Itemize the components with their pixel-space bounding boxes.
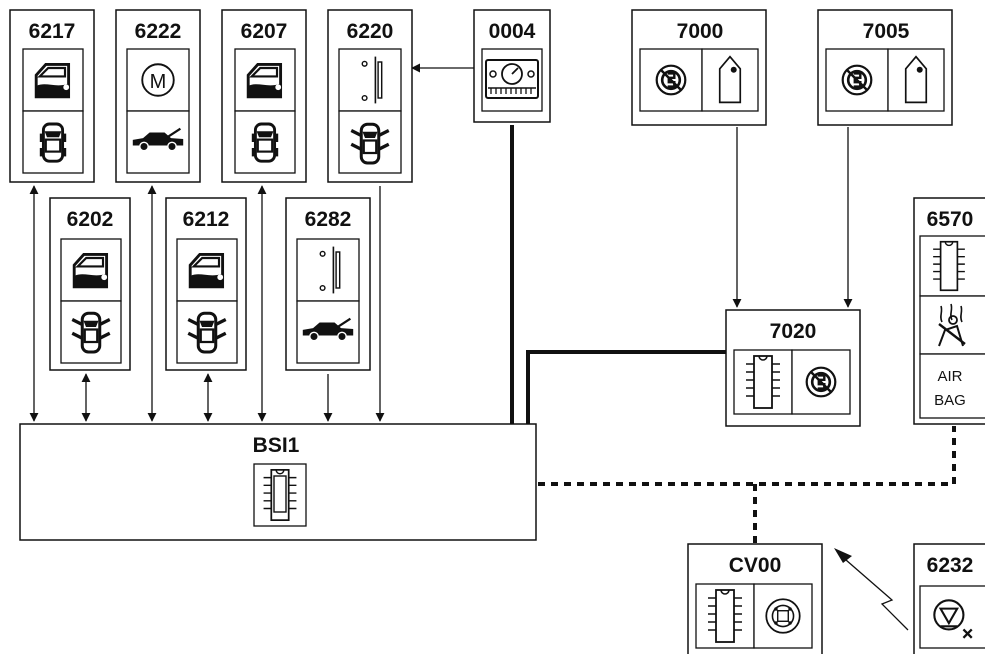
module-code: 6220 <box>347 20 394 43</box>
motor-letter: M <box>150 71 167 93</box>
module-bsi1: BSI1 <box>19 423 537 541</box>
module-code: 7000 <box>677 20 724 43</box>
module-code: CV00 <box>729 554 782 577</box>
module-code: 6232 <box>927 554 974 577</box>
module-code: 6282 <box>305 208 352 231</box>
module-6207: 6207 <box>221 9 307 183</box>
bus-wires <box>29 63 956 544</box>
wire-7020-bsi <box>526 350 726 425</box>
module-code: 7020 <box>770 320 817 343</box>
airbag-icon-line2: BAG <box>934 392 966 409</box>
module-6232: 6232 <box>913 543 985 654</box>
module-6212: 6212 <box>165 197 247 371</box>
module-code: 0004 <box>489 20 536 43</box>
module-code: BSI1 <box>253 434 300 457</box>
immobilizer-icon <box>841 64 873 96</box>
module-6282: 6282 <box>285 197 371 371</box>
module-code: 6212 <box>183 208 230 231</box>
module-6220: 6220 <box>327 9 413 183</box>
radio-signal-icon <box>834 548 909 631</box>
module-6202: 6202 <box>49 197 131 371</box>
airbag-icon: AIR <box>937 368 962 385</box>
module-code: 6222 <box>135 20 182 43</box>
module-7000: 7000 <box>631 9 767 126</box>
can-bus-dashed <box>538 426 956 486</box>
module-0004: 0004 <box>473 9 551 123</box>
module-6217: 6217 <box>9 9 95 183</box>
module-cv00: CV00 <box>687 543 823 654</box>
module-7005: 7005 <box>817 9 953 126</box>
module-code: 6202 <box>67 208 114 231</box>
module-code: 6207 <box>241 20 288 43</box>
module-6570: 6570 AIR BAG <box>913 197 985 425</box>
module-code: 6217 <box>29 20 76 43</box>
module-code: 7005 <box>863 20 910 43</box>
module-6222: 6222 M <box>115 9 201 183</box>
immobilizer-icon <box>655 64 687 96</box>
immobilizer-icon <box>805 366 837 398</box>
module-code: 6570 <box>927 208 974 231</box>
module-7020: 7020 <box>725 309 861 427</box>
